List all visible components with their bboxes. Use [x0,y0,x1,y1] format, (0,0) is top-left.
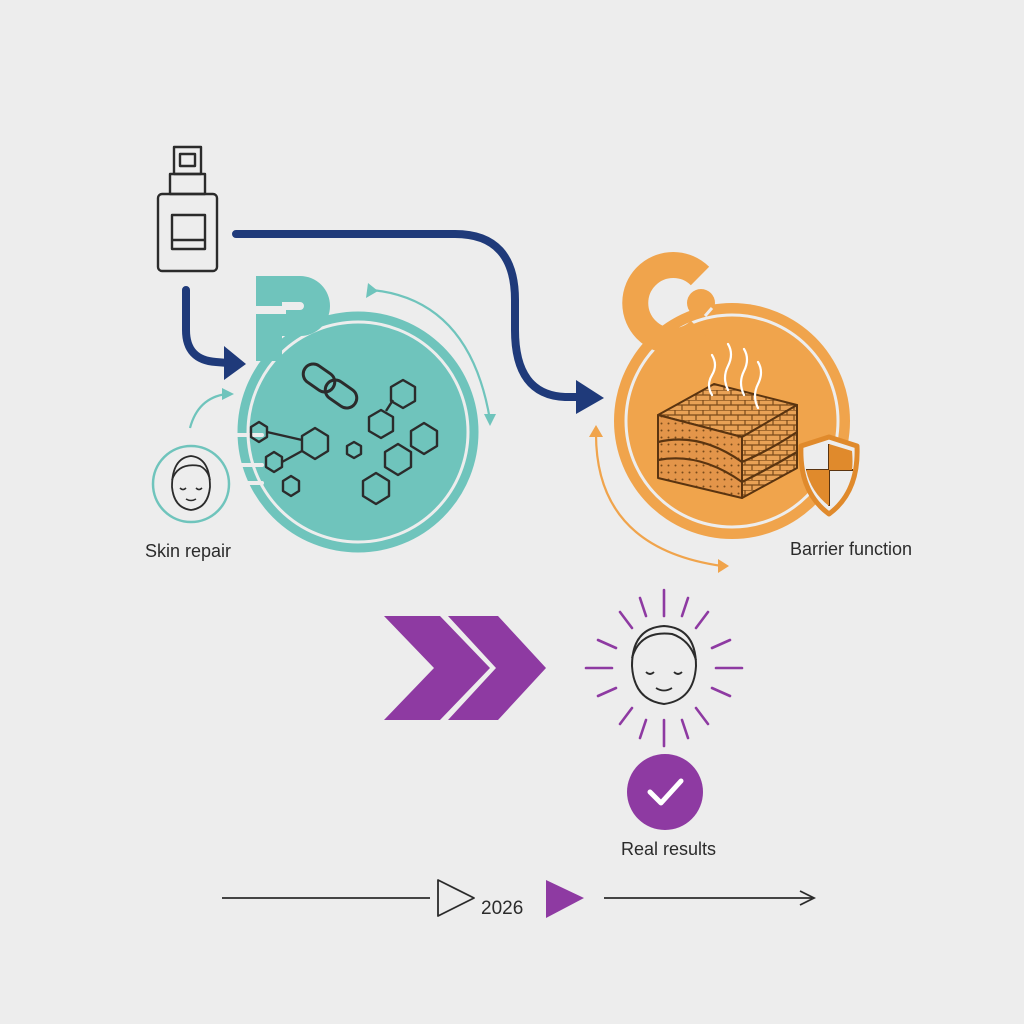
timeline-year-label: 2026 [481,898,524,919]
purple-play-icon [546,880,584,918]
play-triangle-icon [437,879,475,917]
timeline [222,879,817,918]
face-icon [151,444,231,524]
glowing-face-icon [584,588,744,748]
molecule-hexagon-icon [249,378,439,506]
orange-cycle-arrow [589,425,729,573]
skin-layer-icon [657,383,798,499]
barrier-function-label: Barrier function [790,539,913,559]
ceramide-c-letter-icon [622,252,715,354]
chain-link-icon [301,362,359,410]
teal-cycle-arrow [188,283,496,429]
double-chevron-icon [384,616,546,720]
steam-icon [707,342,763,410]
checkmark-icon [627,754,703,830]
speed-lines [230,433,264,485]
peptide-p-letter-icon [256,276,330,361]
shield-icon [798,434,860,517]
flow-arrow-to-peptide [182,286,246,380]
arrow-right-icon [799,890,817,906]
flow-arrow-to-ceramide [232,230,604,414]
real-results-label: Real results [621,839,717,859]
serum-bottle-icon [156,145,219,273]
skin-repair-label: Skin repair [145,541,232,561]
